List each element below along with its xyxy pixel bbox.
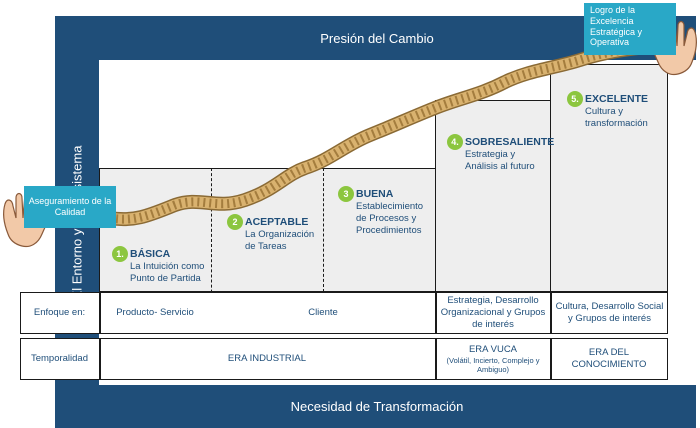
- stage-divider-1: [211, 168, 212, 318]
- stage-2-title: ACEPTABLE: [245, 216, 309, 228]
- temporalidad-label: Temporalidad: [30, 353, 89, 365]
- stage-4-label: SOBRESALIENTE Estrategia y Análisis al f…: [465, 136, 555, 173]
- stage-5-label: EXCELENTE Cultura y transformación: [585, 93, 665, 130]
- stage-4-badge: 4.: [447, 134, 463, 150]
- stage-1-desc: La Intuición como Punto de Partida: [130, 261, 205, 284]
- bottom-band-label: Necesidad de Transformación: [290, 399, 464, 414]
- temp-col-line-3: [550, 338, 552, 380]
- enfoque-label: Enfoque en:: [33, 307, 86, 319]
- era-vuca-sub: (Volátil, Incierto, Complejo y Ambiguo): [446, 355, 540, 374]
- stage-1-title: BÁSICA: [130, 248, 171, 260]
- enfoque-estrategia: Estrategia, Desarrollo Organizacional y …: [440, 295, 546, 330]
- stage-divider-2: [323, 168, 324, 292]
- era-industrial: ERA INDUSTRIAL: [227, 353, 307, 365]
- top-band-label: Presión del Cambio: [320, 30, 434, 46]
- stage-4-title: SOBRESALIENTE: [465, 136, 555, 148]
- temp-col-line-1: [99, 338, 101, 380]
- stage-3-desc: Establecimiento de Procesos y Procedimie…: [356, 201, 424, 236]
- era-vuca: ERA VUCA (Volátil, Incierto, Complejo y …: [437, 338, 549, 380]
- stage-2-label: ACEPTABLE La Organización de Tareas: [245, 216, 320, 253]
- callout-aseguramiento: Aseguramiento de la Calidad: [24, 186, 116, 228]
- stage-5-desc: Cultura y transformación: [585, 106, 648, 129]
- stage-2-desc: La Organización de Tareas: [245, 229, 315, 252]
- stage-1-badge: 1.: [112, 246, 128, 262]
- stage-5-badge: 5.: [567, 91, 583, 107]
- stage-4-desc: Estrategia y Análisis al futuro: [465, 149, 535, 172]
- callout-logro-excelencia: Logro de la Excelencia Estratégica y Ope…: [584, 3, 676, 55]
- stage-3-label: BUENA Establecimiento de Procesos y Proc…: [356, 188, 436, 237]
- enfoque-col-line-1: [99, 292, 101, 334]
- temp-col-line-2: [435, 338, 437, 380]
- enfoque-row: [20, 292, 668, 334]
- bottom-band-transformacion: Necesidad de Transformación: [58, 385, 696, 428]
- stage-1-label: BÁSICA La Intuición como Punto de Partid…: [130, 248, 210, 285]
- enfoque-col-line-3: [550, 292, 552, 334]
- stage-3-title: BUENA: [356, 188, 394, 200]
- stage-2-badge: 2: [227, 214, 243, 230]
- enfoque-cliente: Cliente: [308, 307, 338, 319]
- era-vuca-title: ERA VUCA: [468, 343, 518, 355]
- enfoque-col-line-2: [435, 292, 437, 334]
- era-conocimiento: ERA DEL CONOCIMIENTO: [571, 347, 647, 370]
- enfoque-cultura: Cultura, Desarrollo Social y Grupos de i…: [555, 301, 664, 324]
- stage-box-sobresaliente: [435, 100, 551, 292]
- temporalidad-row: [20, 338, 668, 380]
- stage-3-badge: 3: [338, 186, 354, 202]
- stage-5-title: EXCELENTE: [585, 93, 649, 105]
- enfoque-producto: Producto- Servicio: [116, 307, 194, 319]
